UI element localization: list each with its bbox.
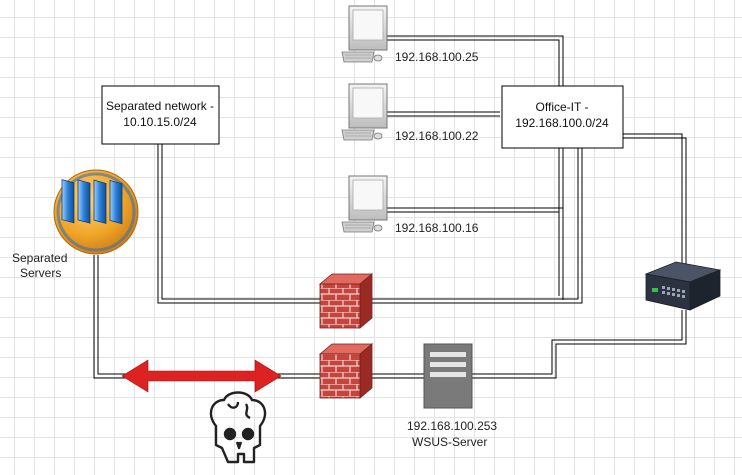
double-arrow-icon xyxy=(121,359,282,393)
server-rack-icon xyxy=(53,169,139,255)
servers-label-line1: Separated xyxy=(12,251,67,265)
workstation-icon xyxy=(341,5,388,63)
wsus-name: WSUS-Server xyxy=(412,435,487,449)
office-it-label-line2: 192.168.100.0/24 xyxy=(515,116,609,130)
network-switch-node[interactable] xyxy=(644,261,722,311)
separated-servers-node[interactable]: Separated Servers xyxy=(12,168,139,280)
workstation[interactable] xyxy=(341,5,388,63)
connection-lines xyxy=(93,35,687,379)
workstation[interactable] xyxy=(341,175,388,233)
office-it-label-line1: Office-IT - xyxy=(536,100,589,114)
wsus-server-node[interactable]: 192.168.100.253 WSUS-Server xyxy=(407,343,497,449)
firewall-bottom[interactable] xyxy=(318,343,374,399)
separated-network-label-line1: Separated network - xyxy=(106,99,214,113)
firewall-icon xyxy=(318,343,374,399)
workstation-icon xyxy=(341,83,388,141)
servers-label-line2: Servers xyxy=(20,266,61,280)
workstation[interactable] xyxy=(341,83,388,141)
separated-network-box[interactable]: Separated network - 10.10.15.0/24 xyxy=(101,85,220,145)
office-it-box[interactable]: Office-IT - 192.168.100.0/24 xyxy=(501,85,624,149)
workstation-ip-3: 192.168.100.16 xyxy=(395,221,479,235)
workstation-ip-2: 192.168.100.22 xyxy=(395,129,479,143)
server-tower-icon xyxy=(423,343,473,409)
network-switch-icon xyxy=(644,261,722,311)
wsus-ip: 192.168.100.253 xyxy=(407,419,497,433)
workstation-ip-1: 192.168.100.25 xyxy=(395,50,479,64)
firewall-icon xyxy=(318,273,374,329)
separated-network-label-line2: 10.10.15.0/24 xyxy=(123,115,197,129)
firewall-top[interactable] xyxy=(318,273,374,329)
skull-brain-icon xyxy=(209,391,267,464)
workstation-icon xyxy=(341,175,388,233)
